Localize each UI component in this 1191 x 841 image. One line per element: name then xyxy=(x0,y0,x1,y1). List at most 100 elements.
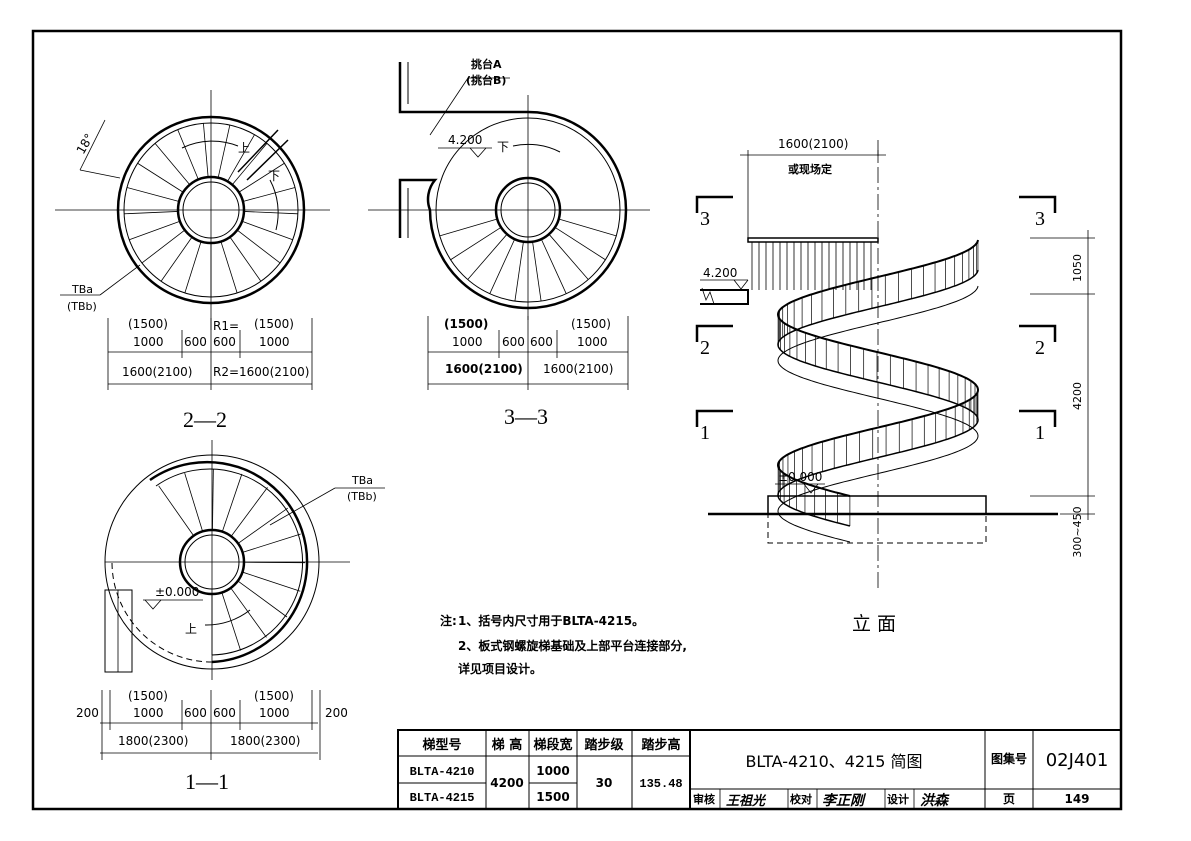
section-3-3-plan: 挑台A (挑台B) 4.200 下 (1500) (1500) 1000 600… xyxy=(368,57,650,429)
dimension-lines xyxy=(107,318,313,390)
tread-line xyxy=(227,134,255,182)
atlas-number: 02J401 xyxy=(1046,750,1109,771)
up-label: 上 xyxy=(238,141,250,155)
table-cell-width: 1500 xyxy=(536,790,569,804)
dim-base: 300~450 xyxy=(1071,506,1084,557)
dim-r1-left: (1500) xyxy=(128,317,168,331)
section-mark-2-right xyxy=(1019,324,1057,342)
dimension-lines xyxy=(100,690,321,760)
up-label: 上 xyxy=(185,622,197,636)
review-label: 审核 xyxy=(693,792,715,806)
page-label: 页 xyxy=(1003,792,1015,806)
check-signature: 李正刚 xyxy=(822,792,867,809)
tread-line xyxy=(241,220,293,241)
dim-total-right: R2=1600(2100) xyxy=(213,365,309,379)
dim-200-right: 200 xyxy=(325,706,348,720)
section-mark-2-right-label: 2 xyxy=(1035,337,1045,359)
section-mark-3-left-label: 3 xyxy=(700,208,710,230)
dim-1000-left: 1000 xyxy=(133,335,164,349)
angle-label: 18° xyxy=(74,131,97,156)
platform-b-label: (挑台B) xyxy=(466,73,506,87)
page-number: 149 xyxy=(1064,792,1089,806)
top-dim-note: 或现场定 xyxy=(788,162,832,176)
note-2: 2、板式钢螺旋梯基础及上部平台连接部分, xyxy=(458,638,687,653)
center-column-inner xyxy=(184,534,240,590)
tread-line xyxy=(237,580,288,618)
tread-line xyxy=(450,226,502,261)
title-block-frame xyxy=(689,729,1122,810)
treads xyxy=(436,209,620,302)
check-label: 校对 xyxy=(790,792,812,806)
section-2-2-title: 2—2 xyxy=(183,407,227,432)
level-base-triangle xyxy=(803,483,819,494)
tread-line xyxy=(554,226,606,261)
dim-r1-left: (1500) xyxy=(128,689,168,703)
table-cell-height: 4200 xyxy=(490,776,523,790)
level-triangle xyxy=(144,599,162,610)
dim-total-left: 1800(2300) xyxy=(118,734,188,748)
tread-line xyxy=(203,123,209,178)
outer-circle xyxy=(104,454,320,670)
tb-top-label: TBa xyxy=(351,474,373,487)
tread-line xyxy=(141,229,186,264)
dim-1000-right: 1000 xyxy=(259,335,290,349)
table-header: 踏步高 xyxy=(641,737,680,753)
level-top-triangle xyxy=(733,279,749,290)
platform-leader xyxy=(429,77,469,136)
tread-line xyxy=(238,162,285,193)
title-block: BLTA-4210、4215 简图 图集号 02J401 审核 王祖光 校对 李… xyxy=(689,729,1122,810)
dim-1000-right: 1000 xyxy=(259,706,290,720)
tread-line xyxy=(221,473,243,532)
down-label: 下 xyxy=(268,169,280,183)
tread-line xyxy=(229,236,262,282)
tb-bottom-label: (TBb) xyxy=(347,490,377,503)
table-cell-riser: 135.48 xyxy=(639,777,682,791)
section-mark-1-right xyxy=(1019,409,1057,427)
tread-line xyxy=(489,238,516,294)
review-signature: 王祖光 xyxy=(726,793,767,809)
platform-a-label: 挑台A xyxy=(471,57,502,71)
tread-line xyxy=(243,211,298,215)
tread-line xyxy=(439,218,498,237)
down-label: 下 xyxy=(497,140,509,154)
note-3: 详见项目设计。 xyxy=(458,661,542,676)
section-mark-1-left xyxy=(695,409,733,427)
tread-line xyxy=(514,241,524,302)
level-top: 4.200 xyxy=(703,266,737,280)
tread-line xyxy=(242,533,301,553)
dim-total-right: 1600(2100) xyxy=(543,362,613,376)
tread-line xyxy=(160,236,193,282)
base-slab xyxy=(767,495,987,515)
tread-line xyxy=(129,220,181,241)
dim-600-left: 600 xyxy=(502,335,525,349)
up-arrow-arc xyxy=(181,140,239,149)
tread-line xyxy=(158,485,194,537)
dim-600-left: 600 xyxy=(184,335,207,349)
tread-line xyxy=(236,229,281,264)
dim-total-left: 1600(2100) xyxy=(122,365,192,379)
tread-line xyxy=(558,218,617,237)
dim-4200: 4200 xyxy=(1071,382,1084,410)
section-2-2-plan: 上 下 18° TBa (TBb) (1500) R1= (1500) 1000… xyxy=(55,90,330,432)
design-label: 设计 xyxy=(887,792,909,806)
section-mark-3-right xyxy=(1019,195,1057,213)
tb-bottom-label: (TBb) xyxy=(67,300,97,313)
dim-600-left: 600 xyxy=(184,706,207,720)
base-pad xyxy=(104,589,133,673)
dashed-arc xyxy=(111,561,213,663)
tread-line xyxy=(230,587,267,638)
outer-stair-outline xyxy=(398,62,628,310)
tread-line xyxy=(177,129,199,180)
dim-r1-right: (1500) xyxy=(571,317,611,331)
tread-line xyxy=(184,241,202,294)
elevation-title: 立 面 xyxy=(852,613,896,635)
table-header: 梯型号 xyxy=(422,737,461,753)
center-column-inner xyxy=(182,181,240,239)
level-000: ±0.000 xyxy=(155,585,199,599)
angle-dim-line xyxy=(79,119,106,171)
tread-line xyxy=(540,238,567,294)
design-signature: 洪森 xyxy=(920,792,950,809)
table-header: 踏步级 xyxy=(584,737,624,753)
tread-line xyxy=(242,187,296,202)
